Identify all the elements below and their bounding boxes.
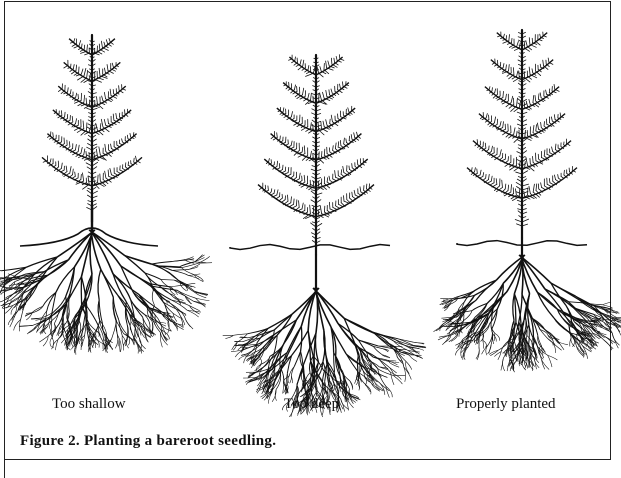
label-too-deep: Too deep [284, 396, 339, 413]
seedling-too-shallow-drawing [0, 35, 212, 355]
label-properly-planted: Properly planted [456, 396, 556, 413]
seedling-too-deep-drawing [223, 55, 426, 417]
seedling-properly-planted-drawing [433, 30, 621, 372]
label-too-shallow: Too shallow [52, 396, 126, 413]
figure-caption: Figure 2. Planting a bareroot seedling. [20, 433, 276, 450]
